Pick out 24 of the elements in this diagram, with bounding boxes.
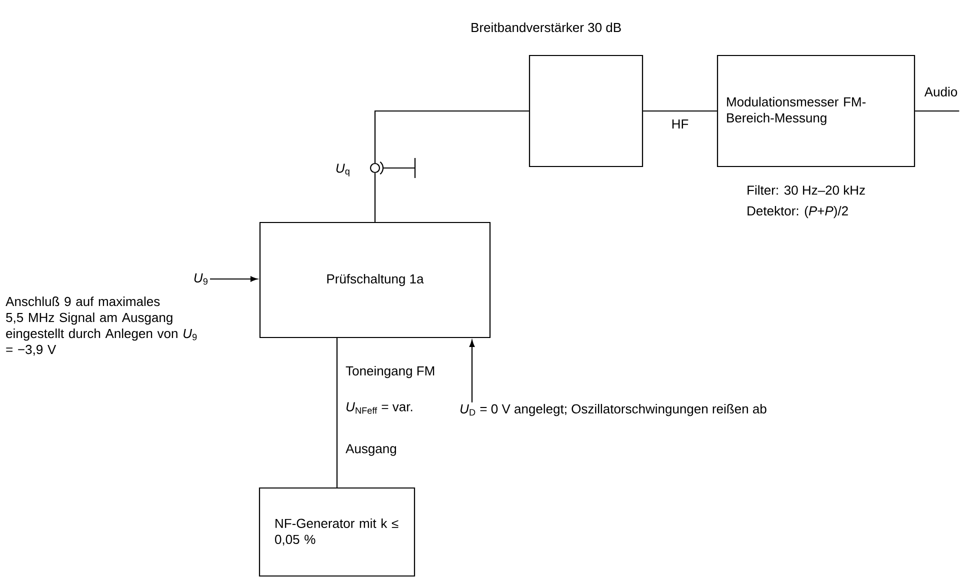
meter-box: Modulationsmesser FM-Bereich-Messung bbox=[716, 54, 916, 168]
socket-symbol bbox=[370, 162, 380, 174]
side-text: Detektor: (P+P)/2 bbox=[748, 206, 848, 218]
edge-label: HF bbox=[670, 118, 690, 130]
test-circuit-box: Prüfschaltung 1a bbox=[259, 222, 491, 338]
side-text: U$_{q}$ bbox=[336, 164, 350, 176]
generator-box: NF-Generator mit k ≤ 0,05 % bbox=[258, 487, 416, 577]
edge-label: U$_{NFeff}$ = var. bbox=[344, 401, 414, 415]
node-label: Breitbandverstärker 30 dB bbox=[472, 22, 621, 32]
note-text: Anschluß 9 auf maximales 5,5 MHz Signal am Ausgang eingestellt durch Anlegen von U$_{9}$ = −3,9 V bbox=[6, 296, 197, 356]
connector-line bbox=[469, 340, 475, 402]
output-label: Audio bbox=[924, 86, 958, 96]
side-text: Ausgang bbox=[346, 444, 396, 456]
connector-line bbox=[374, 110, 529, 163]
voltage-note: U$_{D}$ = 0 V angelegt; Oszillatorschwingungen reißen ab bbox=[460, 404, 766, 416]
connector-line bbox=[210, 276, 258, 282]
amplifier-box: Breitbandverstärker 30 dB bbox=[472, 22, 644, 168]
connector-line bbox=[915, 110, 960, 112]
side-text: Toneingang FM bbox=[346, 366, 434, 378]
connector-line bbox=[643, 110, 717, 112]
side-text: Filter: 30 Hz–20 kHz bbox=[748, 185, 865, 195]
connector-line bbox=[336, 338, 338, 488]
signal-label: U$_{9}$ bbox=[194, 273, 208, 285]
connector-line bbox=[374, 173, 376, 222]
